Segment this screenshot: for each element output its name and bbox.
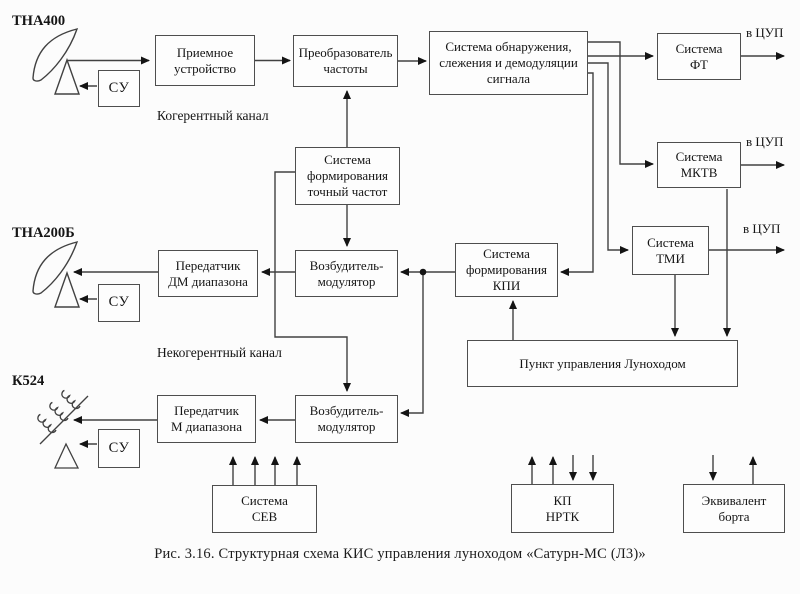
- node-su-1: СУ: [98, 70, 140, 107]
- connector-lines: [67, 41, 785, 485]
- helical-antenna-icon: [37, 389, 89, 469]
- to-cup-label-tmi: в ЦУП: [743, 221, 781, 236]
- node-kp-nrtk: КП НРТК: [511, 484, 614, 533]
- node-exciter-modulator-2: Возбудитель- модулятор: [295, 395, 398, 443]
- node-detection-system: Система обнаружения, слежения и демодуля…: [429, 31, 588, 95]
- coherent-channel-label: Когерентный канал: [157, 108, 269, 123]
- to-cup-label-mktv: в ЦУП: [746, 134, 784, 149]
- antenna-label-k524: К524: [12, 373, 45, 389]
- antenna-label-tna200b: ТНА200Б: [12, 225, 75, 241]
- node-exciter-modulator-1: Возбудитель- модулятор: [295, 250, 398, 297]
- figure-caption: Рис. 3.16. Структурная схема КИС управле…: [154, 546, 646, 562]
- node-tmi-system: Система ТМИ: [632, 226, 709, 275]
- node-sev-system: Система СЕВ: [212, 485, 317, 533]
- node-mktv-system: Система МКТВ: [657, 142, 741, 188]
- antenna-label-tna400: ТНА400: [12, 13, 66, 29]
- node-receiver: Приемное устройство: [155, 35, 255, 86]
- noncoherent-channel-label: Некогерентный канал: [157, 345, 282, 360]
- node-su-3: СУ: [98, 429, 140, 468]
- node-kpi-system: Система формирования КПИ: [455, 243, 558, 297]
- node-precise-freq-system: Система формирования точный частот: [295, 147, 400, 205]
- dish-antenna-icon: [32, 28, 80, 95]
- node-transmitter-dm: Передатчик ДМ диапазона: [158, 250, 258, 297]
- node-transmitter-m: Передатчик М диапазона: [157, 395, 256, 443]
- node-ft-system: Система ФТ: [657, 33, 741, 80]
- to-cup-label-ft: в ЦУП: [746, 25, 784, 40]
- node-board-equivalent: Эквивалент борта: [683, 484, 785, 533]
- dish-antenna-icon: [32, 241, 80, 308]
- node-freq-converter: Преобразователь частоты: [293, 35, 398, 87]
- node-su-2: СУ: [98, 284, 140, 322]
- node-lunokhod-control-point: Пункт управления Луноходом: [467, 340, 738, 387]
